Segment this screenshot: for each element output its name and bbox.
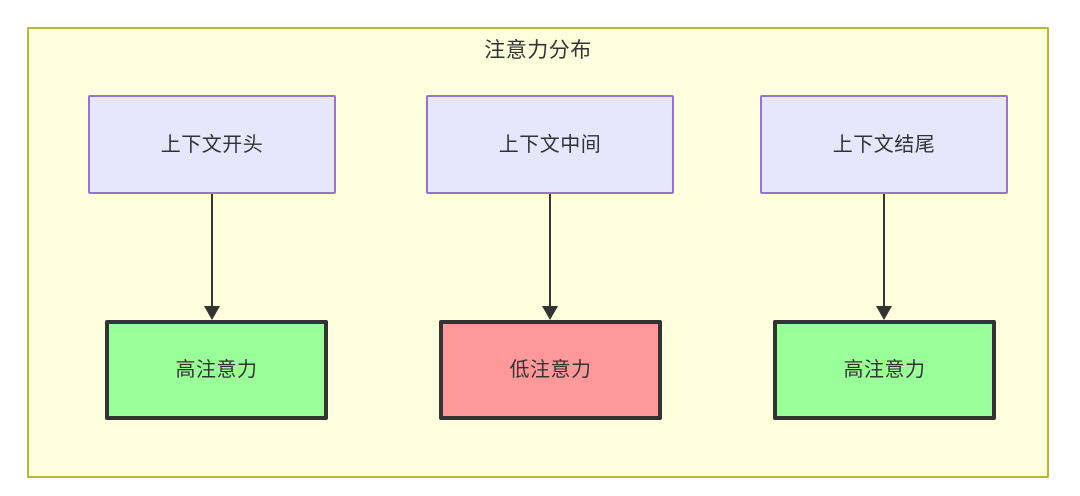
edge-line-column-2 — [549, 194, 551, 306]
node-label: 高注意力 — [175, 359, 258, 381]
node-label: 低注意力 — [509, 359, 592, 381]
arrow-head-icon-column-1 — [204, 306, 220, 320]
node-label: 上下文中间 — [498, 133, 602, 156]
node-label: 上下文开头 — [160, 133, 264, 156]
node-context-ending[interactable]: 上下文结尾 — [760, 95, 1008, 194]
node-context-beginning[interactable]: 上下文开头 — [88, 95, 336, 194]
attention-distribution-subgraph: 注意力分布 上下文开头 高注意力 上下文中间 低注意力 上下文结尾 高注意力 — [27, 27, 1049, 478]
node-label: 高注意力 — [843, 359, 926, 381]
diagram-title: 注意力分布 — [484, 39, 592, 62]
arrow-head-icon-column-2 — [542, 306, 558, 320]
arrow-head-icon-column-3 — [876, 306, 892, 320]
node-high-attention-beginning[interactable]: 高注意力 — [105, 320, 328, 420]
node-high-attention-ending[interactable]: 高注意力 — [773, 320, 996, 420]
edge-line-column-1 — [211, 194, 213, 306]
node-low-attention-middle[interactable]: 低注意力 — [439, 320, 662, 420]
node-context-middle[interactable]: 上下文中间 — [426, 95, 674, 194]
edge-line-column-3 — [883, 194, 885, 306]
node-label: 上下文结尾 — [832, 133, 936, 156]
